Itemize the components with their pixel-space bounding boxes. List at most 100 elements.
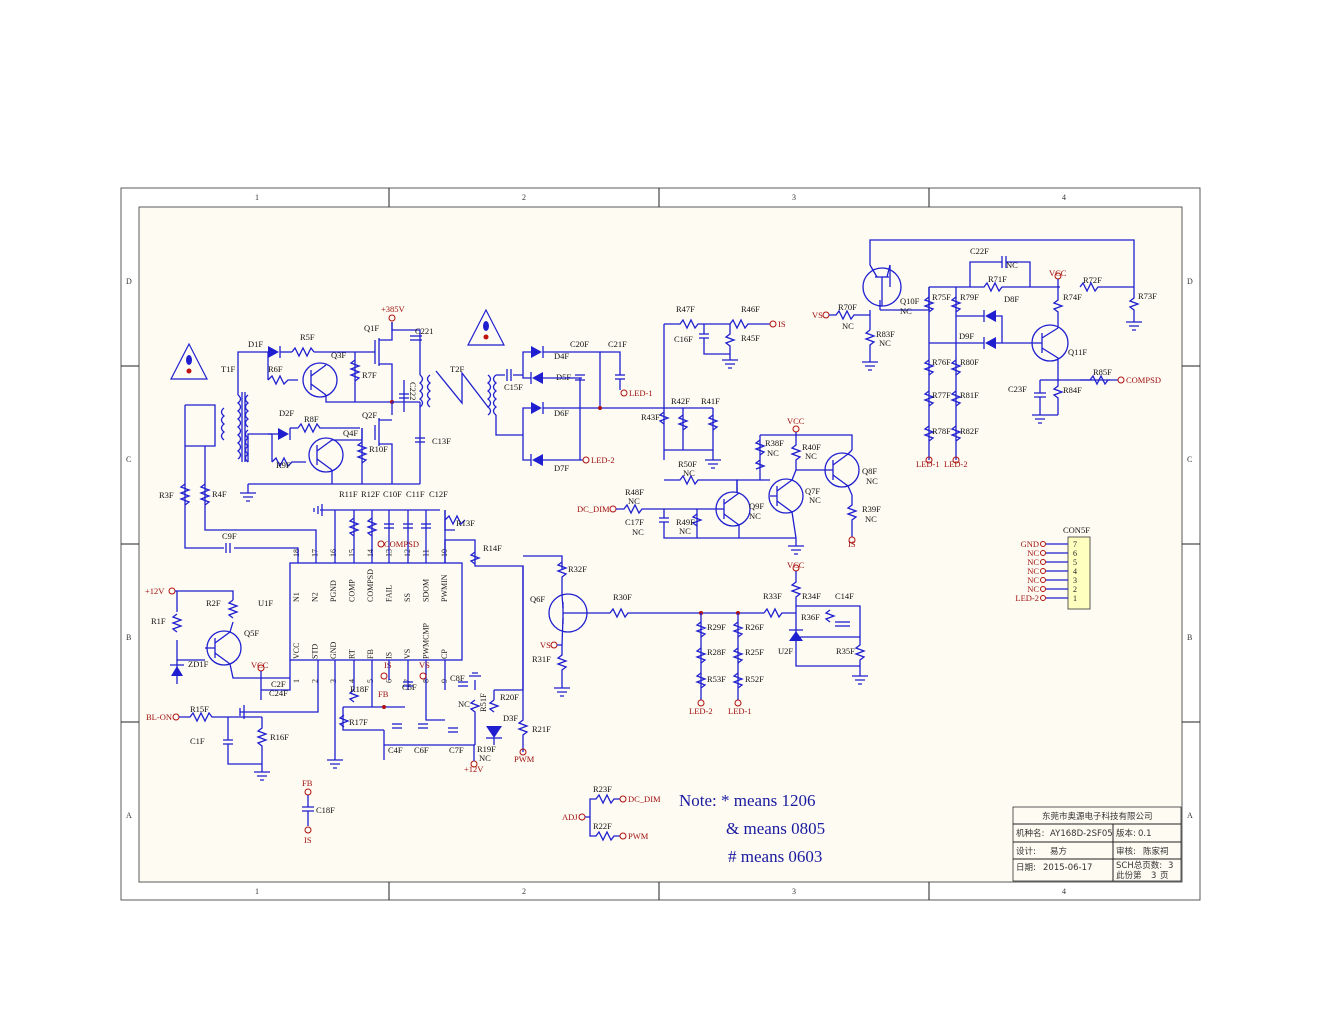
net-is-c18f: IS xyxy=(304,835,312,845)
connector-pin-number: 7 xyxy=(1073,540,1077,549)
ic-pin-name: CP xyxy=(440,649,449,659)
ref-r35f: R35F xyxy=(836,646,855,656)
grid-row-d-left: D xyxy=(126,277,132,286)
net-vcc-q8: VCC xyxy=(787,416,805,426)
ref-r70f: R70F xyxy=(838,302,857,312)
nc-r51f: NC xyxy=(458,699,470,709)
ref-r85f: R85F xyxy=(1093,367,1112,377)
company-name: 东莞市奥源电子科技有限公司 xyxy=(1042,811,1153,822)
net-led2-dim: LED-2 xyxy=(689,706,713,716)
ref-r6f: R6F xyxy=(268,364,283,374)
ic-pin-number: 4 xyxy=(348,679,357,683)
nc-q7f: NC xyxy=(809,495,821,505)
grid-col-2-bottom: 2 xyxy=(522,887,526,896)
connector-pin-terminal xyxy=(1040,595,1046,601)
nc-r19f: NC xyxy=(479,753,491,763)
ref-q3f: Q3F xyxy=(331,350,346,360)
ref-r73f: R73F xyxy=(1138,291,1157,301)
grid-col-4-top: 4 xyxy=(1062,193,1066,202)
connector-pin-net: LED-2 xyxy=(1015,593,1039,603)
ic-pin-number: 2 xyxy=(311,679,320,683)
ref-c17f: C17F xyxy=(625,517,644,527)
ref-r74f: R74F xyxy=(1063,292,1082,302)
grid-row-c-right: C xyxy=(1187,455,1192,464)
ic-pin-number: 3 xyxy=(329,679,338,683)
ref-r1f: R1F xyxy=(151,616,166,626)
net-compsd-prot: COMPSD xyxy=(1126,375,1161,385)
ref-r23f: R23F xyxy=(593,784,612,794)
connector-pin-net: NC xyxy=(1027,575,1039,585)
ref-r33f: R33F xyxy=(763,591,782,601)
ref-c22f: C22F xyxy=(970,246,989,256)
ref-r76f: R76F xyxy=(932,357,951,367)
connector-pin-number: 6 xyxy=(1073,549,1077,558)
ic-pin-name: FB xyxy=(366,649,375,659)
ref-r31f: R31F xyxy=(532,654,551,664)
ref-r79f: R79F xyxy=(960,292,979,302)
ic-pin-number: 5 xyxy=(366,679,375,683)
ref-r30f: R30F xyxy=(613,592,632,602)
ref-d8f: D8F xyxy=(1004,294,1019,304)
grid-row-a-right: A xyxy=(1187,811,1193,820)
net-dc-dim-adj: DC_DIM xyxy=(628,794,661,804)
model-label: 机种名: xyxy=(1016,828,1044,839)
total-pages-value: 3 xyxy=(1168,861,1173,871)
grid-row-b-left: B xyxy=(126,633,131,642)
ic-pin-number: 16 xyxy=(329,549,338,557)
ref-r39f: R39F xyxy=(862,504,881,514)
ic-pin-name: COMPSD xyxy=(366,569,375,602)
title-block: 东莞市奥源电子科技有限公司 机种名: AY168D-2SF05 版本: 0.1 … xyxy=(1012,806,1182,882)
net-385v: +385V xyxy=(381,304,406,314)
note-line-1: Note: * means 1206 xyxy=(679,791,815,810)
output-rectifier-section: T2F C15F D4F D5F D6F D7F C20F C21F LED-1… xyxy=(450,339,664,473)
ref-r10f: R10F xyxy=(369,444,388,454)
ref-t1f: T1F xyxy=(221,364,235,374)
net-led1-dim: LED-1 xyxy=(728,706,752,716)
net-pwm-ic: PWM xyxy=(514,754,535,764)
led-protection-section: Q10F NC VS R70F NC R83F NC C22F NC R71F … xyxy=(812,239,1161,469)
ref-r19f: R19F xyxy=(477,744,496,754)
fb-is-filter: FB C18F IS xyxy=(302,778,335,845)
reviewer-value: 陈家祠 xyxy=(1143,846,1169,857)
ref-r18f: R18F xyxy=(350,684,369,694)
ref-d7f: D7F xyxy=(554,463,569,473)
grid-col-2-top: 2 xyxy=(522,193,526,202)
ic-pin-name: SS xyxy=(403,593,412,602)
ref-c14f: C14F xyxy=(835,591,854,601)
ref-q8f: Q8F xyxy=(862,466,877,476)
nc-c17f: NC xyxy=(632,527,644,537)
connector-pin-net: NC xyxy=(1027,557,1039,567)
ref-c4f: C4F xyxy=(388,745,403,755)
reviewer-label: 审核: xyxy=(1116,846,1136,857)
connector-pin-terminal xyxy=(1040,550,1046,556)
nc-r50f: NC xyxy=(683,468,695,478)
ic-pin-number: 18 xyxy=(292,549,301,557)
ref-u2f: U2F xyxy=(778,646,793,656)
grid-row-a-left: A xyxy=(126,811,132,820)
ref-t2f: T2F xyxy=(450,364,464,374)
net-vcc-u1: VCC xyxy=(251,660,269,670)
net-fb-c18f: FB xyxy=(302,778,313,788)
grid-col-1-top: 1 xyxy=(255,193,259,202)
ic-pin-name: PGND xyxy=(329,580,338,602)
version-value: 0.1 xyxy=(1138,829,1152,839)
net-led2-prot: LED-2 xyxy=(944,459,968,469)
ref-q5f: Q5F xyxy=(244,628,259,638)
ref-c6f: C6F xyxy=(414,745,429,755)
grid-row-d-right: D xyxy=(1187,277,1193,286)
ref-r3f: R3F xyxy=(159,490,174,500)
ic-pin-name: COMP xyxy=(348,579,357,602)
net-vs-q6: VS xyxy=(540,640,551,650)
ic-pin-name: PWMIN xyxy=(440,574,449,602)
net-led1-prot: LED-1 xyxy=(916,459,940,469)
ref-r28f: R28F xyxy=(707,647,726,657)
ref-r40f: R40F xyxy=(802,442,821,452)
net-vs-q10: VS xyxy=(812,310,823,320)
ic-pin-name: VS xyxy=(403,649,412,659)
net-12v-bottom: +12V xyxy=(464,764,484,774)
ref-c2f: C2F xyxy=(271,679,286,689)
ref-c24f: C24F xyxy=(269,688,288,698)
ic-pin-name: RT xyxy=(348,649,357,659)
ref-r46f: R46F xyxy=(741,304,760,314)
ref-c9f: C9F xyxy=(222,531,237,541)
